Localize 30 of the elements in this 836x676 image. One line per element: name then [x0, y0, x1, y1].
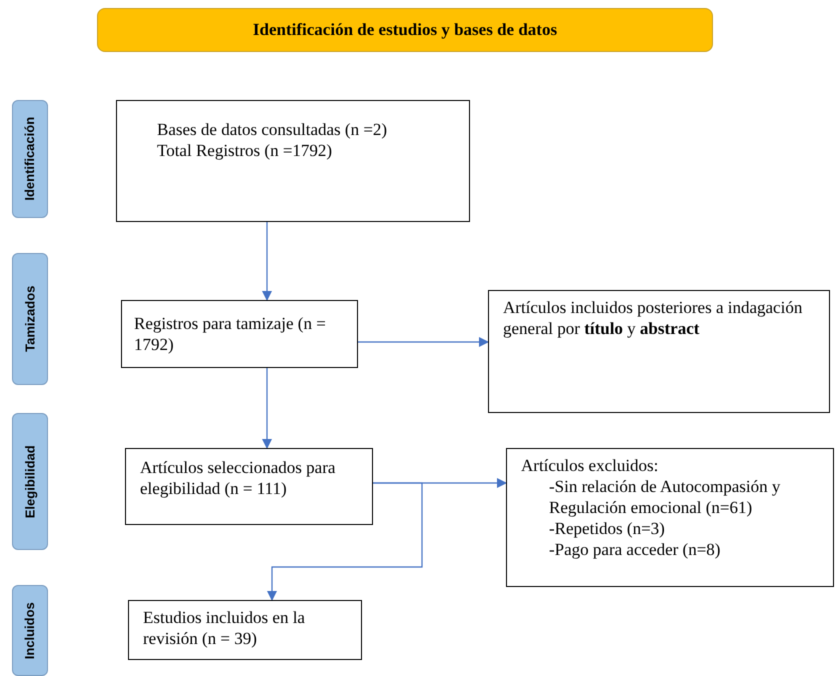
box-text: -Sin relación de Autocompasión y Regulación emocional (n=61): [548, 476, 782, 518]
process-box: [121, 300, 358, 368]
box-text: -Pago para acceder (n=8): [548, 539, 722, 560]
phase-band: [12, 100, 48, 218]
process-box: [506, 448, 834, 587]
arrow: [267, 482, 423, 601]
box-text: Artículos seleccionados para elegibilidad (n = 111): [140, 457, 336, 499]
phase-band: [12, 253, 48, 385]
phase-label: Incluidos: [21, 602, 38, 660]
box-text: Artículos incluidos posteriores a indagación general por título y abstract: [503, 297, 804, 339]
process-box: [488, 290, 830, 413]
title-banner: [97, 8, 713, 52]
process-box: [116, 100, 470, 222]
arrow: [262, 368, 272, 449]
box-text: Bases de datos consultadas (n =2): [157, 119, 388, 140]
banner-text: Identificación de estudios y bases de datos: [252, 19, 558, 42]
arrow: [262, 222, 272, 301]
box-text: Estudios incluidos en la revisión (n = 39): [143, 607, 306, 649]
phase-label: Tamizados: [21, 286, 38, 352]
phase-band: [12, 413, 48, 550]
box-text: Artículos excluidos:: [521, 455, 660, 476]
box-text: -Repetidos (n=3): [548, 518, 666, 539]
phase-label: Identificación: [21, 117, 38, 201]
box-text: Registros para tamizaje (n = 1792): [134, 313, 327, 355]
box-text: Total Registros (n =1792): [157, 140, 334, 161]
arrow: [358, 337, 489, 347]
process-box: [128, 600, 362, 660]
phase-band: [12, 585, 48, 676]
phase-label: Elegibilidad: [21, 445, 38, 518]
process-box: [125, 448, 373, 525]
